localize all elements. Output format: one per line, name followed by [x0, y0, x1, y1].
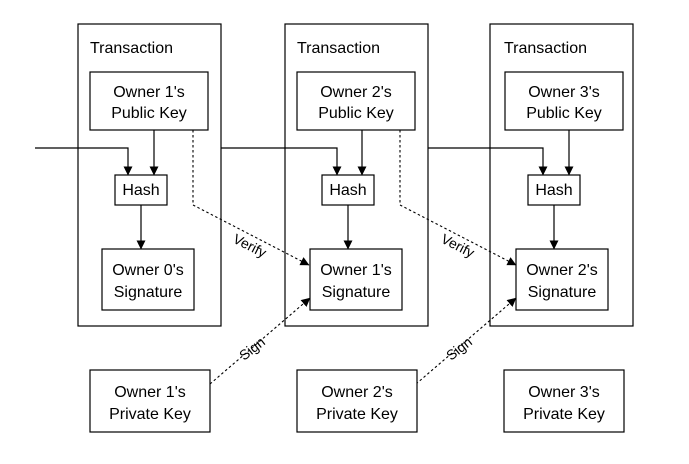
public-key-box-tx2: Owner 2's Public Key: [296, 71, 416, 131]
chain-edge-into-tx1: [35, 147, 133, 176]
sign-edge-2: [415, 297, 517, 385]
signature-box-tx2: Owner 1's Signature: [309, 248, 403, 311]
public-key-label-tx1: Public Key: [111, 105, 187, 122]
public-key-label-tx2: Public Key: [318, 105, 394, 122]
hash-box-tx2: Hash: [321, 174, 375, 206]
private-key-label-2: Private Key: [316, 406, 398, 423]
transaction-title-2: Transaction: [297, 40, 380, 57]
private-key-label-3: Private Key: [523, 406, 605, 423]
hash-label-tx1: Hash: [122, 182, 159, 199]
hash-label-tx2: Hash: [329, 182, 366, 199]
private-key-owner-3: Owner 3's: [528, 384, 600, 401]
public-key-owner-tx3: Owner 3's: [528, 84, 600, 101]
signature-owner-tx2: Owner 1's: [320, 262, 392, 279]
transaction-frame-2: [284, 23, 429, 327]
transaction-title-1: Transaction: [90, 40, 173, 57]
private-key-box-3: Owner 3's Private Key: [503, 369, 625, 433]
signature-label-tx1: Signature: [114, 284, 183, 301]
public-key-owner-tx1: Owner 1's: [113, 84, 185, 101]
signature-box-tx3: Owner 2's Signature: [515, 248, 609, 311]
transaction-title-3: Transaction: [504, 40, 587, 57]
signature-owner-tx3: Owner 2's: [526, 262, 598, 279]
hash-box-tx3: Hash: [527, 174, 581, 206]
public-key-box-tx3: Owner 3's Public Key: [504, 71, 624, 131]
private-key-owner-2: Owner 2's: [321, 384, 393, 401]
signature-label-tx3: Signature: [528, 284, 597, 301]
public-key-label-tx3: Public Key: [526, 105, 602, 122]
verify-label-1: Verify: [231, 230, 269, 260]
signature-box-tx1: Owner 0's Signature: [101, 248, 195, 311]
public-key-box-tx1: Owner 1's Public Key: [89, 71, 209, 131]
transaction-frame-3: [489, 23, 634, 327]
private-key-box-2: Owner 2's Private Key: [296, 369, 418, 433]
hash-box-tx1: Hash: [114, 174, 168, 206]
signature-owner-tx1: Owner 0's: [112, 262, 184, 279]
private-key-box-1: Owner 1's Private Key: [89, 369, 211, 433]
signature-label-tx2: Signature: [322, 284, 391, 301]
chain-edge-tx1-to-tx2: [221, 147, 342, 176]
hash-label-tx3: Hash: [535, 182, 572, 199]
verify-edge-2: [399, 130, 517, 266]
transaction-frame-1: [77, 23, 222, 327]
public-key-owner-tx2: Owner 2's: [320, 84, 392, 101]
sign-edge-1: [209, 297, 311, 385]
private-key-label-1: Private Key: [109, 406, 191, 423]
chain-edge-tx2-to-tx3: [428, 147, 548, 176]
verify-edge-1: [192, 130, 310, 266]
private-key-owner-1: Owner 1's: [114, 384, 186, 401]
